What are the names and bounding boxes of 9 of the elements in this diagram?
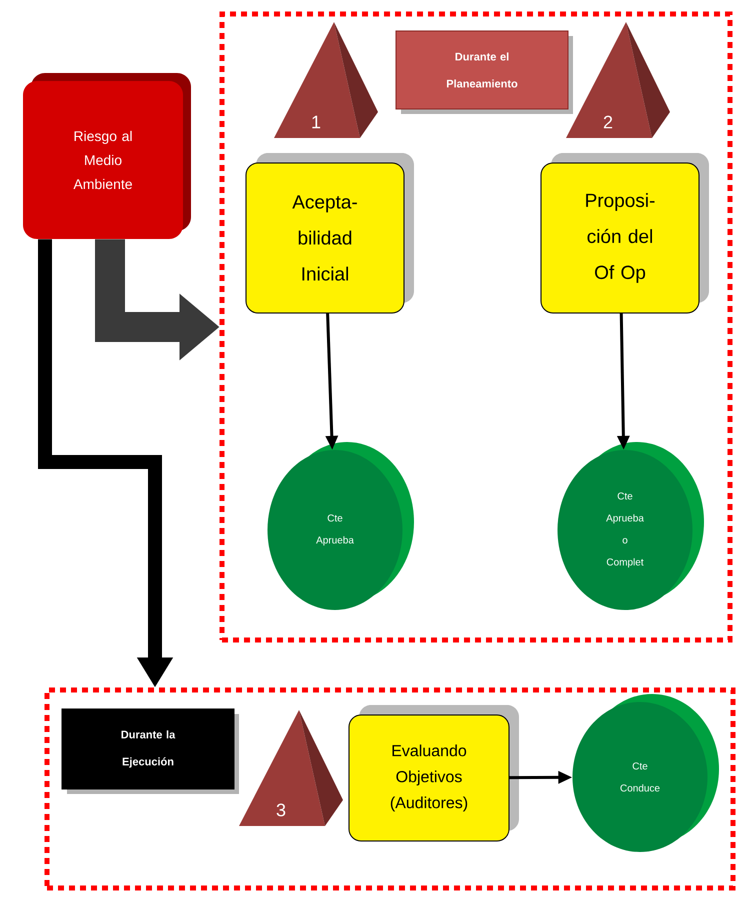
- cube-box: Riesgo al Medio Ambiente: [23, 73, 191, 239]
- process-box: Acepta-bilidad Inicial: [246, 153, 414, 314]
- pyramid: 1: [274, 22, 378, 138]
- pyramid: 3: [239, 710, 343, 826]
- process-box: Evaluando Objetivos (Auditores): [348, 705, 519, 842]
- pyramid: 2: [566, 22, 670, 138]
- process-box: Proposi-ción del Of Op: [540, 153, 709, 314]
- heading-box: Durante la Ejecución: [62, 708, 239, 794]
- heading-box: Durante el Planeamiento: [396, 30, 573, 114]
